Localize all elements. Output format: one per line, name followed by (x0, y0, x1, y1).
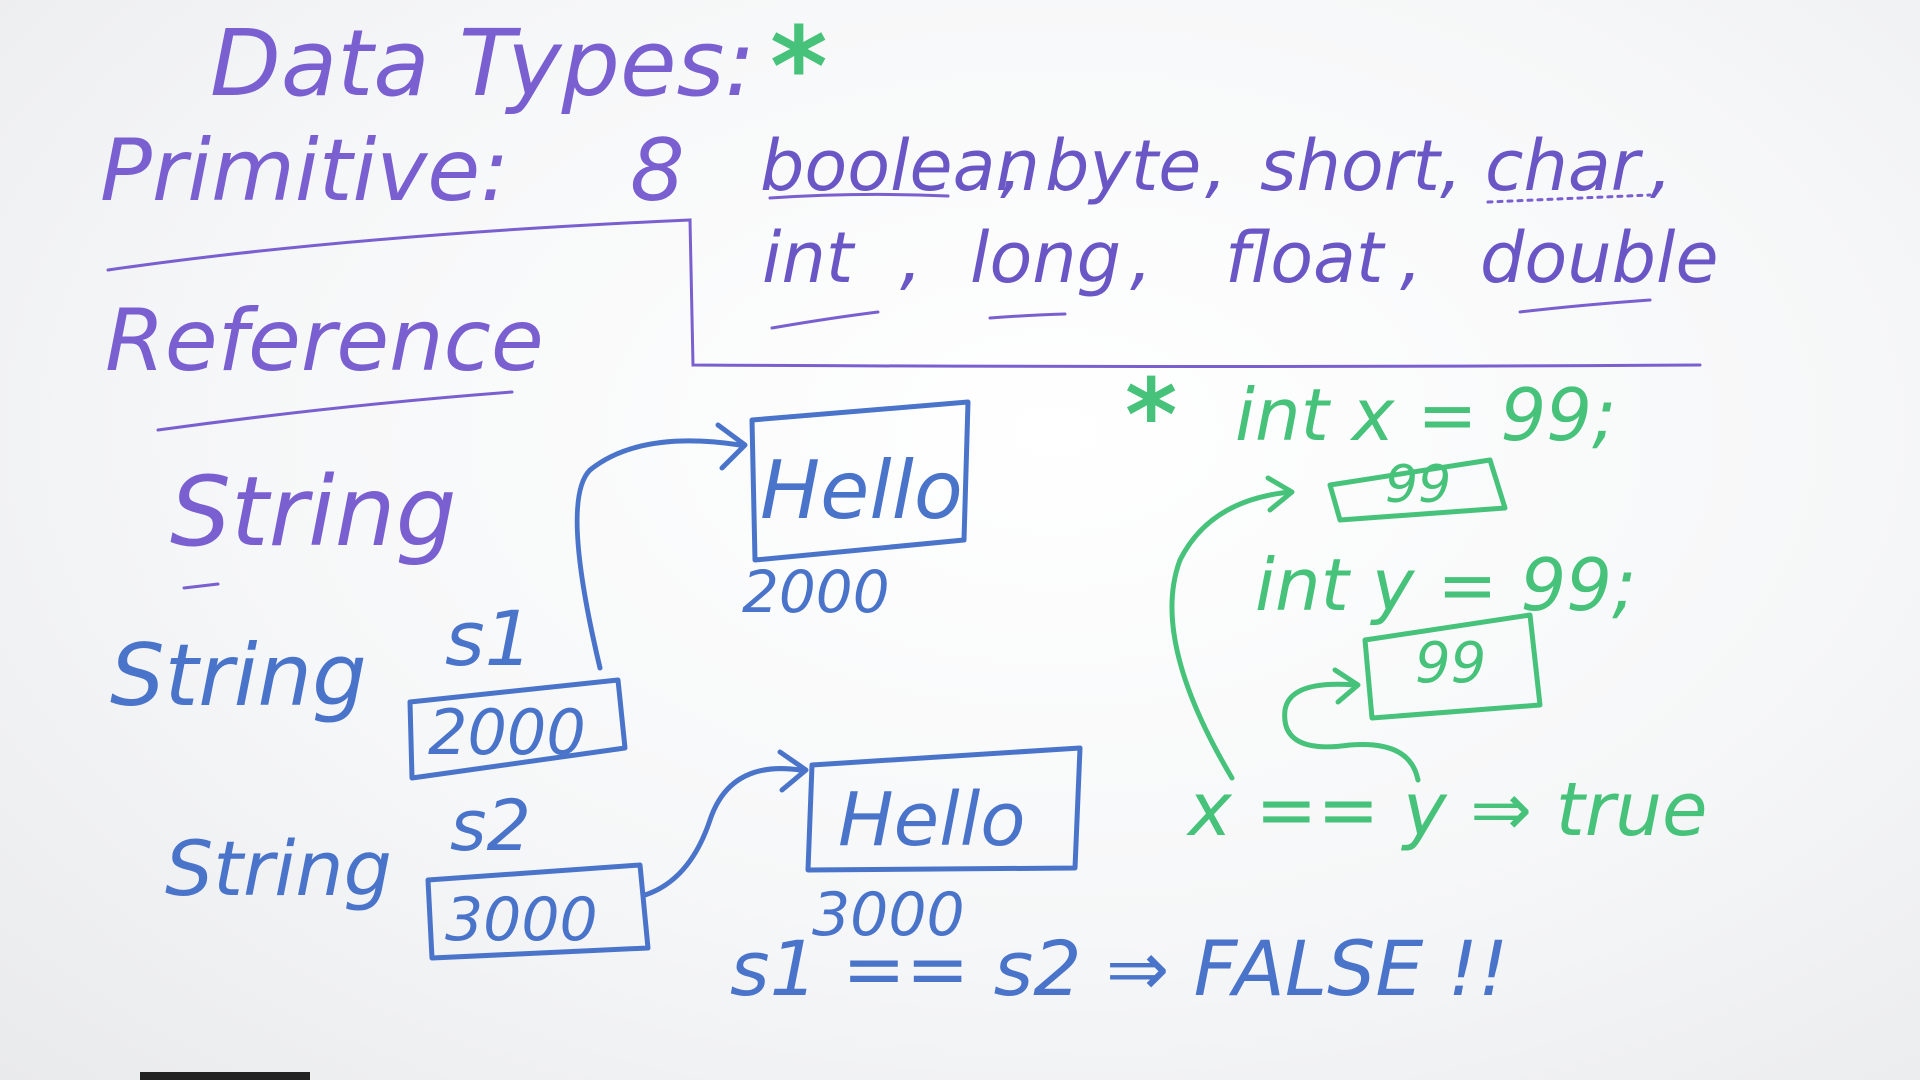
comma: , (1650, 125, 1672, 207)
primitive-label: Primitive: (100, 121, 509, 221)
s1-arrowhead (715, 422, 748, 471)
primitive-count: 8 (630, 121, 685, 221)
s1-var-box (407, 677, 628, 781)
s2-object-text: Hello (838, 777, 1026, 863)
comma: , (1130, 217, 1152, 299)
comma: , (1440, 125, 1462, 207)
s2-var: s2 (450, 785, 531, 867)
int-y-line: int y = 99; (1255, 543, 1636, 627)
primitive-comparison: x == y ⇒ true (1186, 767, 1708, 853)
x-box-value: 99 (1385, 455, 1451, 515)
type-byte: byte (1045, 125, 1201, 207)
y-box-value: 99 (1415, 631, 1486, 696)
type-char: char (1485, 125, 1644, 207)
y-arrowhead (1332, 667, 1361, 705)
s1-object-address: 2000 (742, 558, 890, 626)
s1-object-text: Hello (760, 444, 963, 537)
s2-decl-type: String (165, 824, 392, 913)
s1-decl-type: String (110, 626, 367, 726)
type-double: double (1480, 217, 1719, 299)
reference-label: Reference (105, 291, 544, 391)
x-box (1327, 457, 1508, 523)
title-star-icon: * (770, 3, 828, 131)
primitive-example-star-icon: * (1125, 357, 1177, 474)
s1-value: 2000 (428, 696, 586, 769)
s1-arrow (574, 438, 743, 671)
boolean-underline (768, 192, 950, 200)
comma: , (1400, 217, 1422, 299)
reference-underline (156, 390, 514, 432)
comma: , (900, 217, 922, 299)
string-comparison: s1 == s2 ⇒ FALSE !! (730, 924, 1509, 1013)
type-short: short (1260, 125, 1442, 207)
x-arrow (1169, 489, 1293, 781)
type-float: float (1225, 217, 1386, 299)
char-dotted-underline (1486, 193, 1652, 204)
s1-var: s1 (445, 594, 533, 683)
x-arrowhead (1265, 475, 1295, 513)
reference-string-label: String (170, 456, 457, 568)
string-underline-mark (182, 582, 220, 590)
type-long: long (970, 217, 1121, 299)
comma: , (1000, 125, 1022, 207)
y-box (1362, 612, 1543, 721)
s2-arrow (642, 766, 803, 898)
separator-left (106, 218, 1702, 368)
bottom-edge-marker (140, 1072, 310, 1080)
title: Data Types: (210, 10, 756, 117)
y-arrow (1282, 681, 1421, 783)
comma: , (1205, 125, 1227, 207)
s2-arrowhead (777, 749, 809, 793)
type-int: int (762, 217, 856, 299)
int-underline (770, 310, 880, 330)
double-underline (1518, 298, 1652, 314)
long-underline (988, 312, 1067, 320)
s2-value: 3000 (445, 885, 598, 955)
s2-var-box (425, 862, 651, 961)
s1-object-box (749, 399, 971, 563)
s2-object-box (805, 745, 1083, 873)
int-x-line: int x = 99; (1235, 373, 1616, 457)
s2-object-address: 3000 (812, 880, 965, 950)
